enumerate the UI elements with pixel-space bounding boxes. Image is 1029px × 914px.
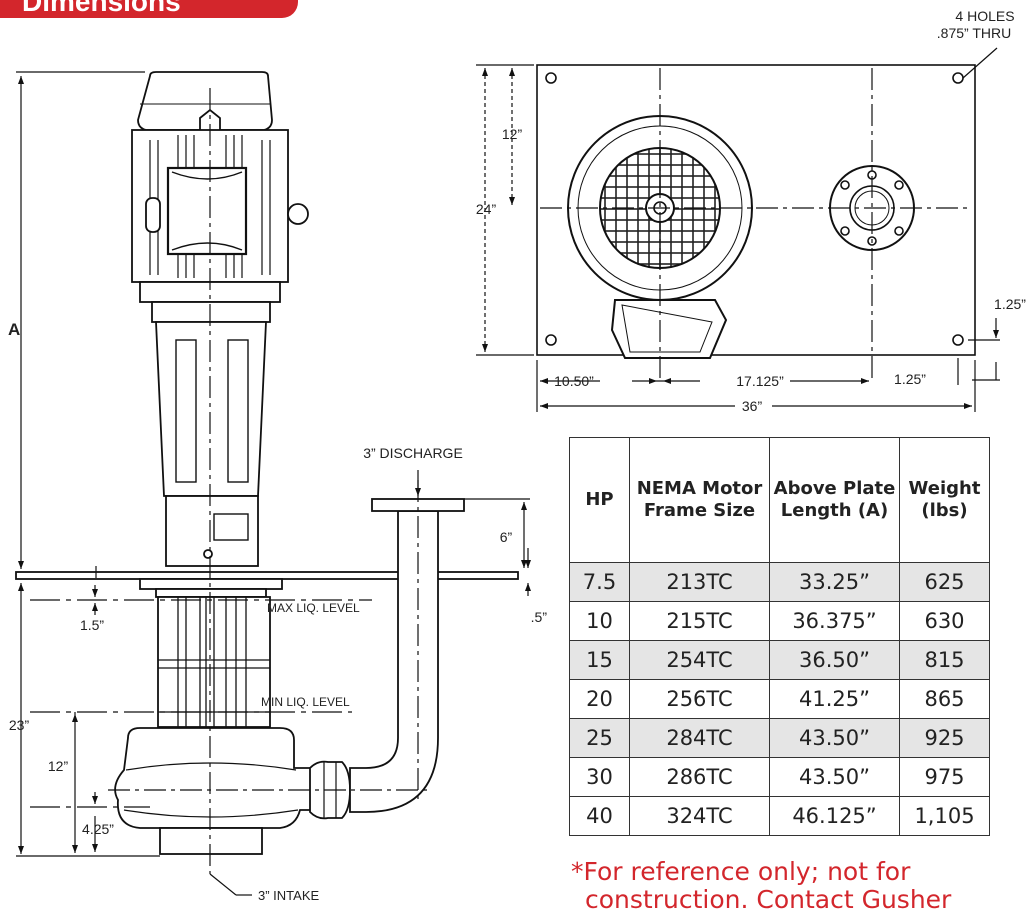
cell-frame: 324TC	[629, 796, 770, 836]
top-plate	[536, 64, 976, 356]
top-view	[536, 64, 976, 359]
cell-frame: 256TC	[629, 679, 770, 719]
conduit-box	[610, 299, 728, 359]
cell-weight: 1,105	[899, 796, 990, 836]
cell-hp: 40	[569, 796, 630, 836]
cell-frame: 215TC	[629, 601, 770, 641]
table-header-row: HP NEMA Motor Frame Size Above Plate Len…	[569, 437, 990, 563]
col-header-hp: HP	[569, 437, 630, 563]
dim-36: 36”	[742, 398, 763, 414]
dim-1-5: 1.5”	[80, 617, 104, 633]
dim-12-side: 12”	[48, 758, 69, 774]
page-title: Dimensions	[0, 0, 298, 18]
col-header-weight: Weight (lbs)	[899, 437, 990, 563]
cell-frame: 284TC	[629, 718, 770, 758]
dim-4-25: 4.25”	[82, 821, 114, 837]
bolt-hole	[952, 72, 964, 84]
cell-hp: 15	[569, 640, 630, 680]
dim-1-25-bottom: 1.25”	[894, 371, 926, 387]
cell-length: 36.50”	[769, 640, 900, 680]
cell-length: 43.50”	[769, 718, 900, 758]
pump-column	[155, 321, 267, 497]
side-view	[15, 71, 519, 855]
note-line-1: *For reference only; not for	[571, 857, 911, 886]
min-liq-label: MIN LIQ. LEVEL	[261, 695, 350, 709]
max-liq-label: MAX LIQ. LEVEL	[267, 601, 360, 615]
cell-weight: 625	[899, 562, 990, 602]
bolt-hole	[545, 334, 557, 346]
cell-hp: 10	[569, 601, 630, 641]
dim-0-5: .5”	[531, 609, 548, 625]
cell-hp: 7.5	[569, 562, 630, 602]
holes-note-line1: 4 HOLES	[955, 8, 1014, 24]
cell-frame: 254TC	[629, 640, 770, 680]
cell-hp: 20	[569, 679, 630, 719]
terminal-box	[166, 166, 248, 256]
bolt-hole	[952, 334, 964, 346]
dim-10-50: 10.50”	[554, 373, 594, 389]
cell-length: 36.375”	[769, 601, 900, 641]
note-line-2: construction. Contact Gusher	[585, 885, 952, 914]
cell-weight: 630	[899, 601, 990, 641]
col-header-length: Above Plate Length (A)	[769, 437, 900, 563]
discharge-pipe	[349, 510, 439, 813]
holes-note-line2: .875” THRU	[937, 25, 1011, 41]
cell-frame: 213TC	[629, 562, 770, 602]
bolt-hole	[545, 72, 557, 84]
cell-length: 46.125”	[769, 796, 900, 836]
dim-24: 24”	[476, 201, 497, 217]
dim-12-top: 12”	[502, 126, 523, 142]
intake-flange	[159, 827, 263, 855]
reference-note: *For reference only; not for constructio…	[571, 858, 951, 914]
dim-17-125: 17.125”	[736, 373, 784, 389]
cell-length: 33.25”	[769, 562, 900, 602]
pump-volute	[114, 727, 319, 829]
discharge-label: 3” DISCHARGE	[363, 445, 463, 461]
cell-length: 43.50”	[769, 757, 900, 797]
cell-weight: 975	[899, 757, 990, 797]
dim-23: 23”	[9, 717, 30, 733]
cell-weight: 815	[899, 640, 990, 680]
dim-6: 6”	[500, 529, 513, 545]
cell-hp: 25	[569, 718, 630, 758]
lifting-eye-icon	[287, 203, 309, 225]
dim-A: A	[8, 320, 20, 339]
arrowheads-side	[18, 76, 531, 854]
mounting-plate	[15, 571, 519, 580]
arrowheads	[482, 68, 999, 409]
spec-table: HP NEMA Motor Frame Size Above Plate Len…	[569, 437, 990, 836]
cell-weight: 925	[899, 718, 990, 758]
intake-label: 3” INTAKE	[258, 888, 319, 903]
cell-frame: 286TC	[629, 757, 770, 797]
cell-length: 41.25”	[769, 679, 900, 719]
motor-cap	[137, 71, 273, 131]
col-header-frame: NEMA Motor Frame Size	[629, 437, 770, 563]
cell-weight: 865	[899, 679, 990, 719]
cell-hp: 30	[569, 757, 630, 797]
dim-1-25-right: 1.25”	[994, 296, 1026, 312]
